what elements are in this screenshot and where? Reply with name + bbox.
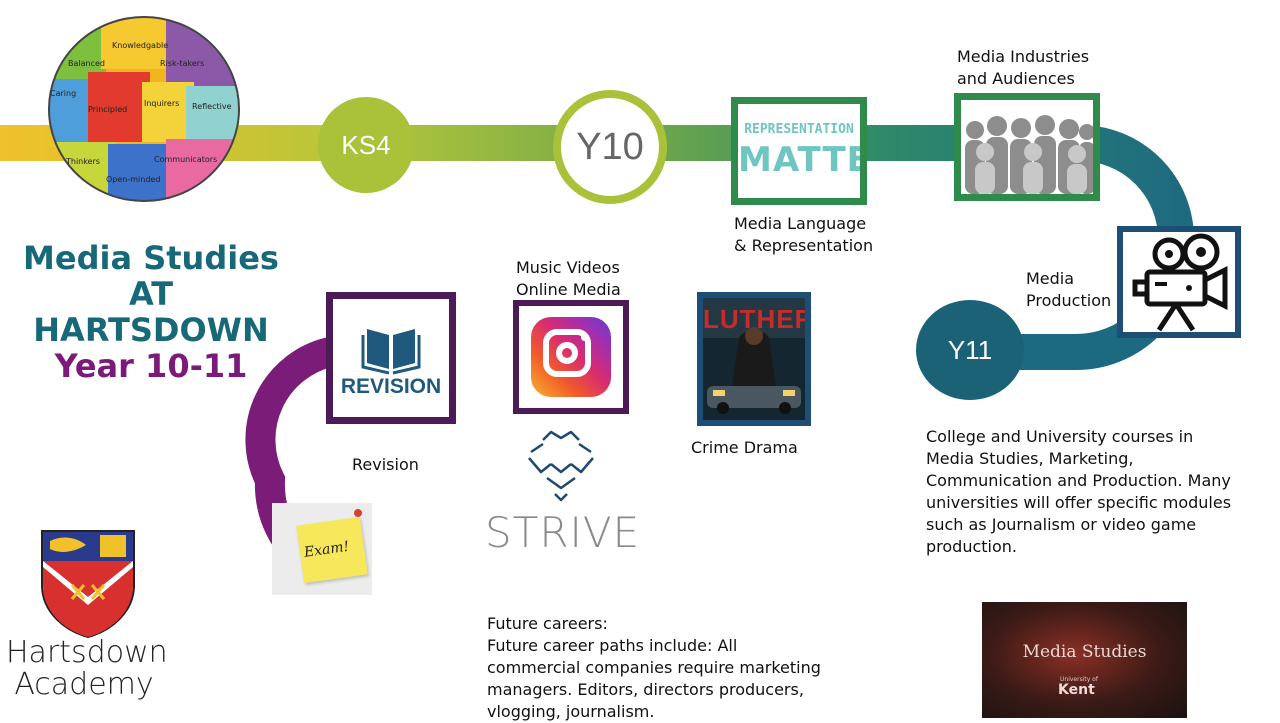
learner-profile-puzzle: Knowledgable Balanced Risk-takers Caring…	[46, 14, 242, 204]
kent-small-text: University of	[1060, 676, 1098, 683]
puzzle-word: Risk-takers	[160, 59, 204, 68]
hartsdown-academy-logo: Hartsdown Academy	[6, 527, 168, 707]
luther-poster-image	[703, 298, 805, 420]
puzzle-word: Thinkers	[65, 157, 100, 166]
puzzle-word: Balanced	[68, 59, 105, 68]
node-y10: Y10	[553, 90, 667, 204]
kent-title: Media Studies	[1022, 642, 1147, 662]
tile-exam-note: Exam!	[272, 503, 372, 595]
tile-instagram	[513, 300, 629, 414]
revision-tile-label: REVISION	[340, 375, 442, 398]
tile-revision: REVISION	[326, 292, 456, 424]
instagram-icon	[531, 317, 611, 397]
label-revision: Revision	[352, 455, 419, 474]
node-ks4: KS4	[318, 97, 414, 193]
puzzle-word: Principled	[88, 105, 127, 114]
node-y10-label: Y10	[576, 125, 644, 168]
title-line-1: Media Studies	[23, 239, 279, 277]
node-y11-label: Y11	[947, 334, 993, 365]
open-book-icon	[361, 329, 421, 375]
puzzle-word: Caring	[50, 89, 76, 98]
strive-logo: STRIVE	[485, 428, 641, 560]
tile-representation-matters: REPRESENTATION MATTERS	[731, 97, 867, 205]
label-crime-drama: Crime Drama	[691, 438, 798, 457]
label-media-production: Media Production	[1026, 269, 1112, 310]
representation-line-1: REPRESENTATION	[744, 122, 854, 137]
tile-media-production-camera	[1117, 226, 1241, 338]
puzzle-word: Inquirers	[144, 99, 179, 108]
tile-luther-poster: LUTHER	[697, 292, 811, 426]
school-crest-icon	[41, 530, 135, 639]
pin-icon	[354, 509, 362, 517]
label-media-industries: Media Industries and Audiences	[957, 47, 1090, 88]
title-line-3: Year 10-11	[54, 347, 248, 385]
puzzle-word: Communicators	[154, 155, 217, 164]
puzzle-word: Reflective	[192, 102, 232, 111]
school-name-line-1: Hartsdown	[6, 635, 168, 670]
exam-note-text: Exam!	[303, 538, 351, 561]
audience-silhouette-icon	[961, 100, 1093, 194]
tile-audiences-silhouettes	[954, 93, 1100, 201]
film-camera-icon	[1132, 233, 1228, 332]
node-y11: Y11	[916, 300, 1024, 400]
school-name-line-2: Academy	[14, 667, 154, 702]
strive-text: STRIVE	[485, 508, 641, 557]
label-future-careers: Future careers: Future career paths incl…	[487, 614, 821, 721]
luther-title: LUTHER	[703, 304, 811, 334]
puzzle-word: Open-minded	[106, 175, 160, 184]
kent-media-studies-image: Media Studies University of Kent	[982, 602, 1187, 718]
label-college-courses: College and University courses in Media …	[926, 427, 1232, 556]
page-title: Media Studies AT HARTSDOWN Year 10-11	[10, 240, 292, 384]
label-music-videos: Music Videos Online Media	[516, 258, 621, 299]
title-line-2: AT HARTSDOWN	[33, 275, 269, 349]
puzzle-word: Knowledgable	[112, 41, 168, 50]
lion-crest-icon	[528, 430, 594, 502]
sticky-note: Exam!	[296, 516, 368, 584]
representation-line-2: MATTERS	[738, 140, 867, 180]
node-ks4-label: KS4	[341, 129, 391, 160]
kent-name: Kent	[1058, 682, 1095, 698]
label-media-language: Media Language & Representation	[734, 214, 874, 255]
